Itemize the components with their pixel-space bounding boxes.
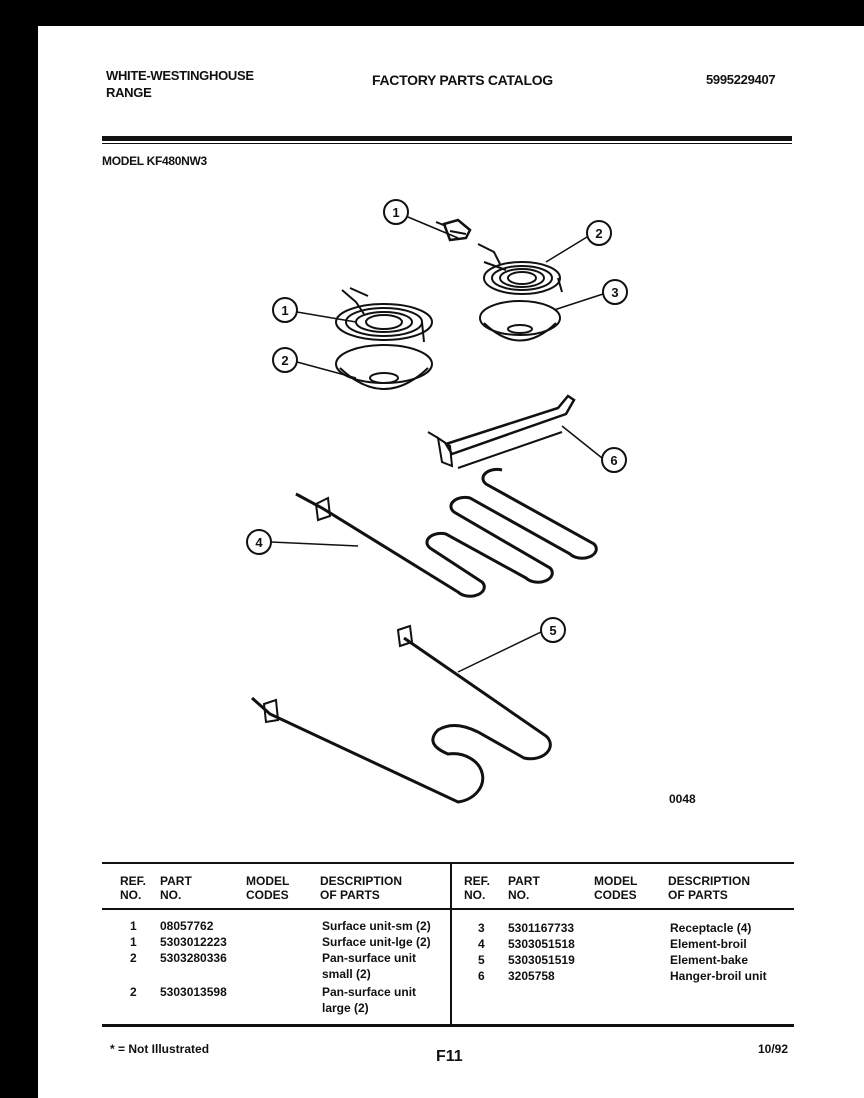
exploded-parts-diagram: 1 2 3 1 2 6 4 5 0048 bbox=[246, 199, 696, 806]
description-cell: Hanger-broil unit bbox=[670, 969, 767, 983]
ref-cell: 6 bbox=[478, 969, 485, 983]
broil-element bbox=[295, 467, 598, 598]
callout-label: 2 bbox=[281, 353, 288, 368]
table-top-rule bbox=[102, 862, 794, 864]
description-cell: Pan-surface unit large (2) bbox=[322, 985, 417, 1015]
callout-label: 2 bbox=[595, 226, 602, 241]
ref-cell: 1 bbox=[130, 935, 137, 949]
bake-element bbox=[251, 636, 552, 804]
ref-cell: 4 bbox=[478, 937, 485, 951]
header-rule-thin bbox=[102, 143, 792, 144]
ref-cell: 1 bbox=[130, 919, 137, 933]
ref-cell: 5 bbox=[478, 953, 485, 967]
part-number-cell: 5303280336 bbox=[160, 951, 227, 965]
callout-label: 4 bbox=[255, 535, 263, 550]
revision-date: 10/92 bbox=[758, 1042, 789, 1056]
ref-cell: 2 bbox=[130, 951, 137, 965]
description-cell: Pan-surface unit small (2) bbox=[322, 951, 417, 981]
callout-label: 6 bbox=[610, 453, 617, 468]
callout-label: 1 bbox=[392, 205, 399, 220]
catalog-number: 5995229407 bbox=[706, 72, 776, 87]
model-number: MODEL KF480NW3 bbox=[102, 154, 207, 168]
part-number-cell: 5303051519 bbox=[508, 953, 575, 967]
page-number: F11 bbox=[436, 1048, 463, 1065]
table-header-rule bbox=[102, 908, 794, 910]
callout-label: 5 bbox=[549, 623, 556, 638]
figure-code: 0048 bbox=[669, 792, 696, 806]
description-cell: Surface unit-lge (2) bbox=[322, 935, 431, 949]
part-number-cell: 3205758 bbox=[508, 969, 555, 983]
product-type: RANGE bbox=[106, 85, 152, 100]
description-cell: Element-broil bbox=[670, 937, 747, 951]
header-ref: REF.NO. bbox=[120, 874, 147, 902]
description-cell: Element-bake bbox=[670, 953, 749, 967]
callout-label: 1 bbox=[281, 303, 288, 318]
hanger-broil-unit bbox=[427, 394, 576, 469]
table-divider bbox=[450, 864, 452, 1026]
surface-pan-large bbox=[335, 344, 433, 390]
parts-catalog-page: WHITE-WESTINGHOUSE RANGE FACTORY PARTS C… bbox=[38, 26, 864, 1098]
catalog-title: FACTORY PARTS CATALOG bbox=[372, 72, 553, 88]
ref-cell: 3 bbox=[478, 921, 485, 935]
part-number-cell: 5301167733 bbox=[508, 921, 575, 935]
description-cell: Receptacle (4) bbox=[670, 921, 752, 935]
not-illustrated-note: * = Not Illustrated bbox=[110, 1042, 210, 1056]
surface-pan-small bbox=[479, 300, 561, 342]
receptacle-part bbox=[435, 218, 472, 242]
part-number-cell: 08057762 bbox=[160, 919, 214, 933]
table-bottom-rule bbox=[102, 1024, 794, 1027]
header-rule bbox=[102, 136, 792, 141]
part-number-cell: 5303012223 bbox=[160, 935, 227, 949]
part-number-cell: 5303051518 bbox=[508, 937, 575, 951]
surface-unit-small bbox=[477, 243, 563, 295]
part-number-cell: 5303013598 bbox=[160, 985, 227, 999]
surface-unit-large bbox=[335, 287, 433, 343]
callout-label: 3 bbox=[611, 285, 618, 300]
description-cell: Surface unit-sm (2) bbox=[322, 919, 431, 933]
ref-cell: 2 bbox=[130, 985, 137, 999]
brand-name: WHITE-WESTINGHOUSE bbox=[106, 68, 254, 83]
header-ref: REF.NO. bbox=[464, 874, 491, 902]
